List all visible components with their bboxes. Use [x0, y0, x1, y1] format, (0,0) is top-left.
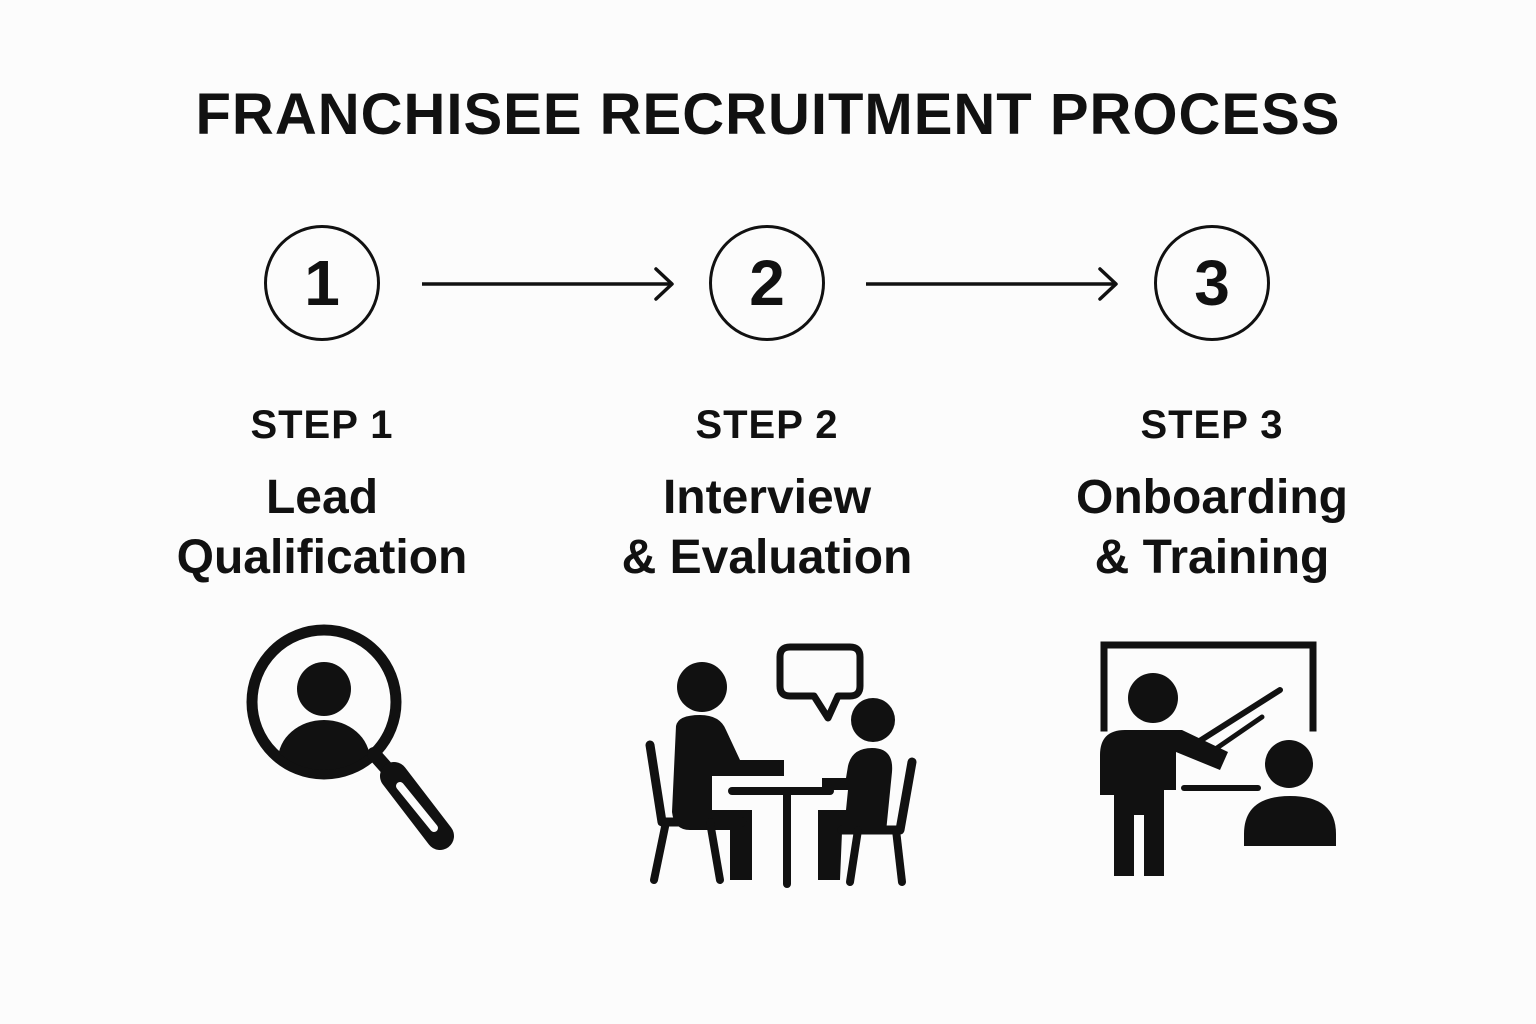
step-3-name: Onboarding & Training [1002, 468, 1422, 588]
step-2-name-line1: Interview [662, 471, 872, 524]
arrow-right-icon [422, 267, 674, 301]
step-3-name-line2: & Training [1094, 531, 1330, 584]
step-2-label: STEP 2 [695, 403, 839, 447]
step-3-number-circle: 3 [1154, 225, 1270, 341]
step-3-name-line1: Onboarding [1076, 471, 1348, 524]
step-1-name: Lead Qualification [112, 468, 532, 588]
trainer-whiteboard-icon [1100, 641, 1336, 876]
step-1-label: STEP 1 [250, 403, 394, 447]
interview-meeting-icon [645, 643, 917, 888]
magnifier-person-icon [246, 624, 454, 850]
step-1-number-circle: 1 [264, 225, 380, 341]
step-1-name-line2: Qualification [176, 531, 468, 584]
step-2-number-circle: 2 [709, 225, 825, 341]
step-2-name: Interview & Evaluation [557, 468, 977, 588]
step-2-name-line2: & Evaluation [621, 531, 913, 584]
page-title: FRANCHISEE RECRUITMENT PROCESS [195, 82, 1341, 147]
arrow-right-icon [866, 267, 1118, 301]
step-1-name-line1: Lead [265, 471, 379, 524]
step-3-label: STEP 3 [1140, 403, 1284, 447]
